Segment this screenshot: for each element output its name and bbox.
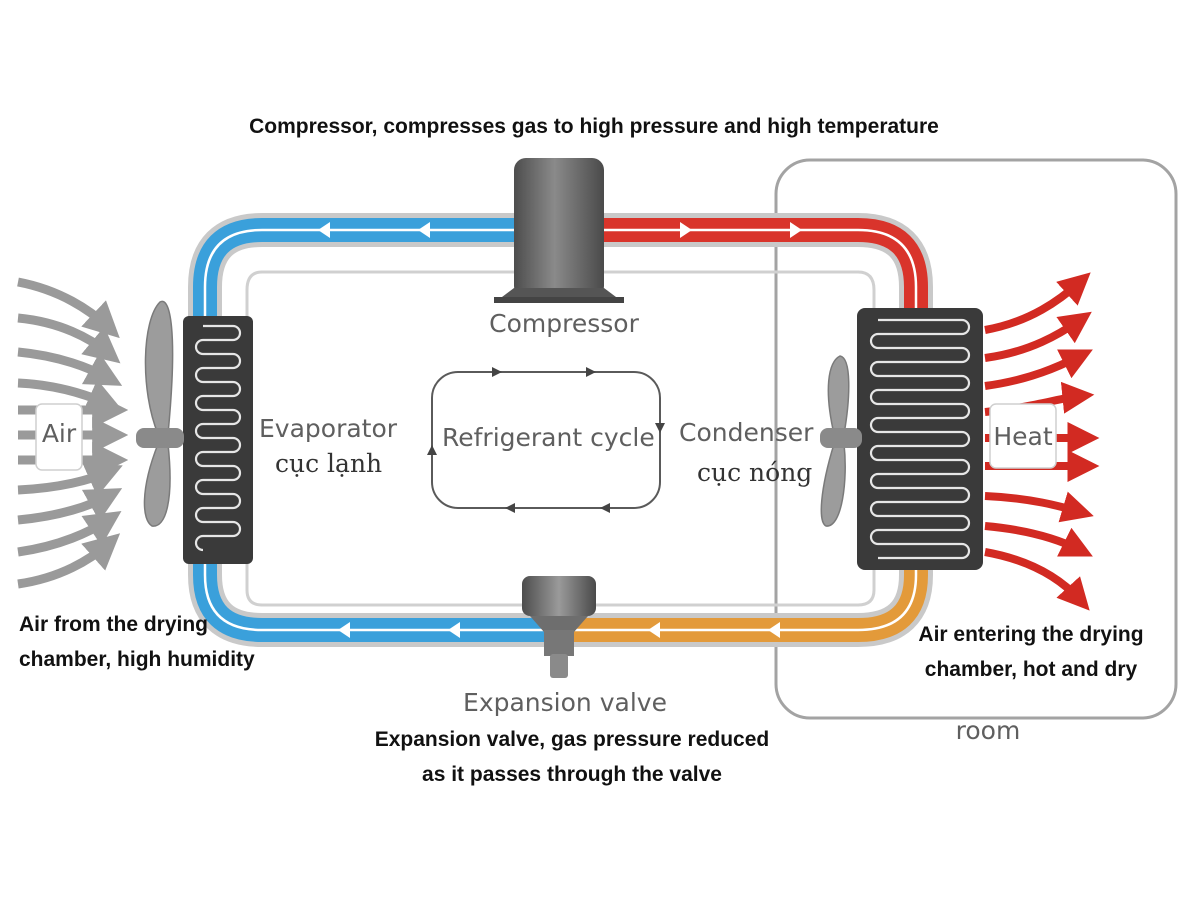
caption-expansion-line1: Expansion valve, gas pressure reduced	[375, 728, 770, 751]
air-label-box	[35, 403, 83, 471]
caption-air-entering-line1: Air entering the drying	[918, 623, 1143, 646]
condenser-label: Condenser	[679, 418, 814, 447]
heat-label-box	[989, 403, 1057, 469]
caption-air-from-line2: chamber, high humidity	[19, 648, 255, 671]
flow-arrows	[318, 222, 802, 638]
compressor-label: Compressor	[489, 309, 639, 338]
evaporator-label-vi: cục lạnh	[275, 449, 382, 478]
refrigerant-cycle-label: Refrigerant cycle	[442, 423, 655, 452]
evaporator-fan-icon	[136, 300, 184, 527]
room-label: room	[956, 716, 1021, 745]
expansion-valve	[522, 576, 596, 678]
refrigerant-cycle-loop	[427, 367, 665, 513]
caption-air-entering-line2: chamber, hot and dry	[925, 658, 1138, 681]
evaporator-label: Evaporator	[259, 414, 398, 443]
caption-expansion-line2: as it passes through the valve	[422, 763, 722, 786]
condenser-coil	[857, 308, 983, 570]
condenser-fan-icon	[820, 355, 862, 527]
expansion-valve-label: Expansion valve	[463, 688, 667, 717]
room-boundary	[774, 158, 1178, 720]
air-label: Air	[42, 419, 77, 448]
evaporator-coil	[183, 316, 253, 564]
compressor	[494, 158, 624, 303]
caption-air-from-line1: Air from the drying	[19, 613, 208, 636]
heat-label: Heat	[993, 422, 1052, 451]
condenser-label-vi: cục nóng	[697, 458, 812, 487]
caption-compressor: Compressor, compresses gas to high press…	[249, 115, 939, 138]
